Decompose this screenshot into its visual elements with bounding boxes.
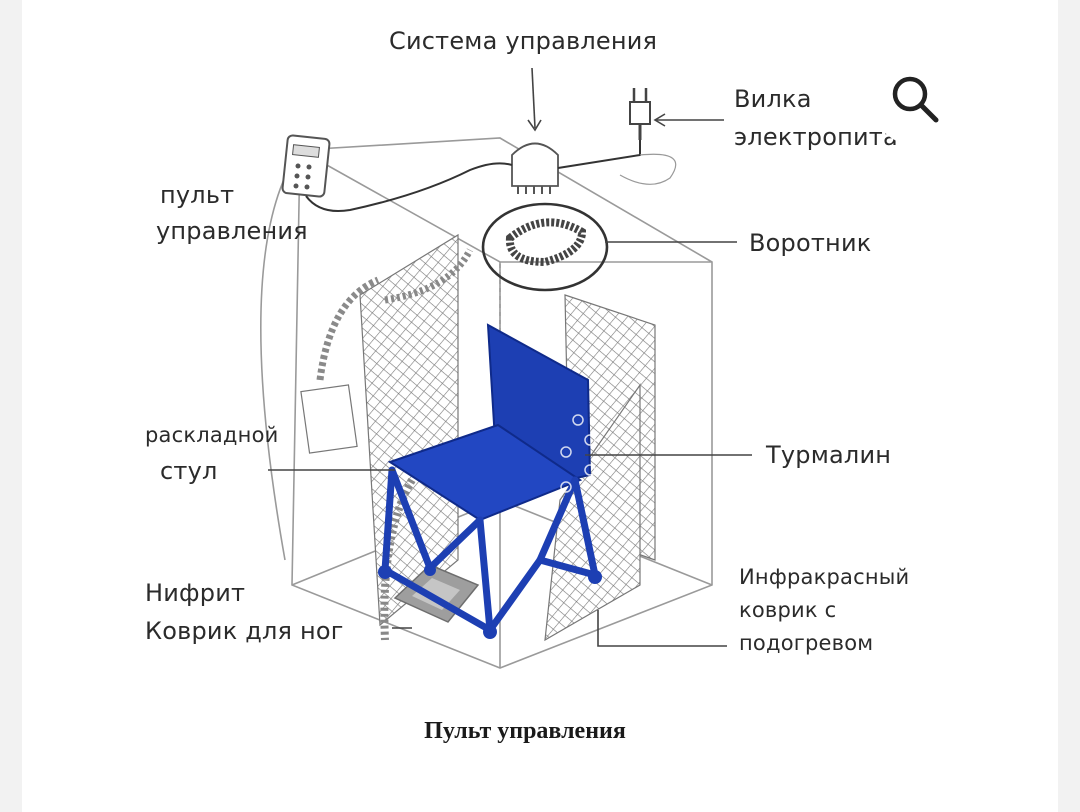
label-plug-line2: электропита bbox=[734, 123, 898, 151]
label-chair-line2: стул bbox=[160, 457, 218, 485]
control-system-box bbox=[511, 142, 559, 194]
right-mesh-panel bbox=[544, 294, 656, 642]
label-jade-line2: Коврик для ног bbox=[145, 617, 344, 645]
leader-lines bbox=[268, 67, 752, 647]
sauna-diagram bbox=[260, 67, 752, 669]
label-collar: Воротник bbox=[749, 229, 872, 257]
label-plug-line1: Вилка bbox=[734, 85, 812, 113]
label-ir-line3: подогревом bbox=[739, 631, 874, 655]
power-plug bbox=[629, 88, 651, 140]
image-caption: Пульт управления bbox=[424, 718, 626, 744]
label-ir-line1: Инфракрасный bbox=[739, 565, 910, 589]
search-button[interactable] bbox=[872, 56, 962, 146]
folding-chair bbox=[378, 323, 602, 639]
cables bbox=[305, 140, 677, 212]
search-icon bbox=[892, 76, 939, 123]
collar bbox=[481, 202, 609, 292]
label-tourmaline: Турмалин bbox=[766, 441, 892, 469]
label-chair-line1: раскладной bbox=[145, 423, 279, 447]
label-ir-line2: коврик с bbox=[739, 598, 837, 622]
label-remote-line1: пульт bbox=[160, 181, 235, 209]
label-jade-line1: Нифрит bbox=[145, 579, 246, 607]
label-remote-line2: управления bbox=[156, 217, 308, 245]
label-control-system: Система управления bbox=[389, 27, 658, 55]
remote-control bbox=[281, 134, 331, 198]
side-heater-strip bbox=[300, 276, 380, 454]
